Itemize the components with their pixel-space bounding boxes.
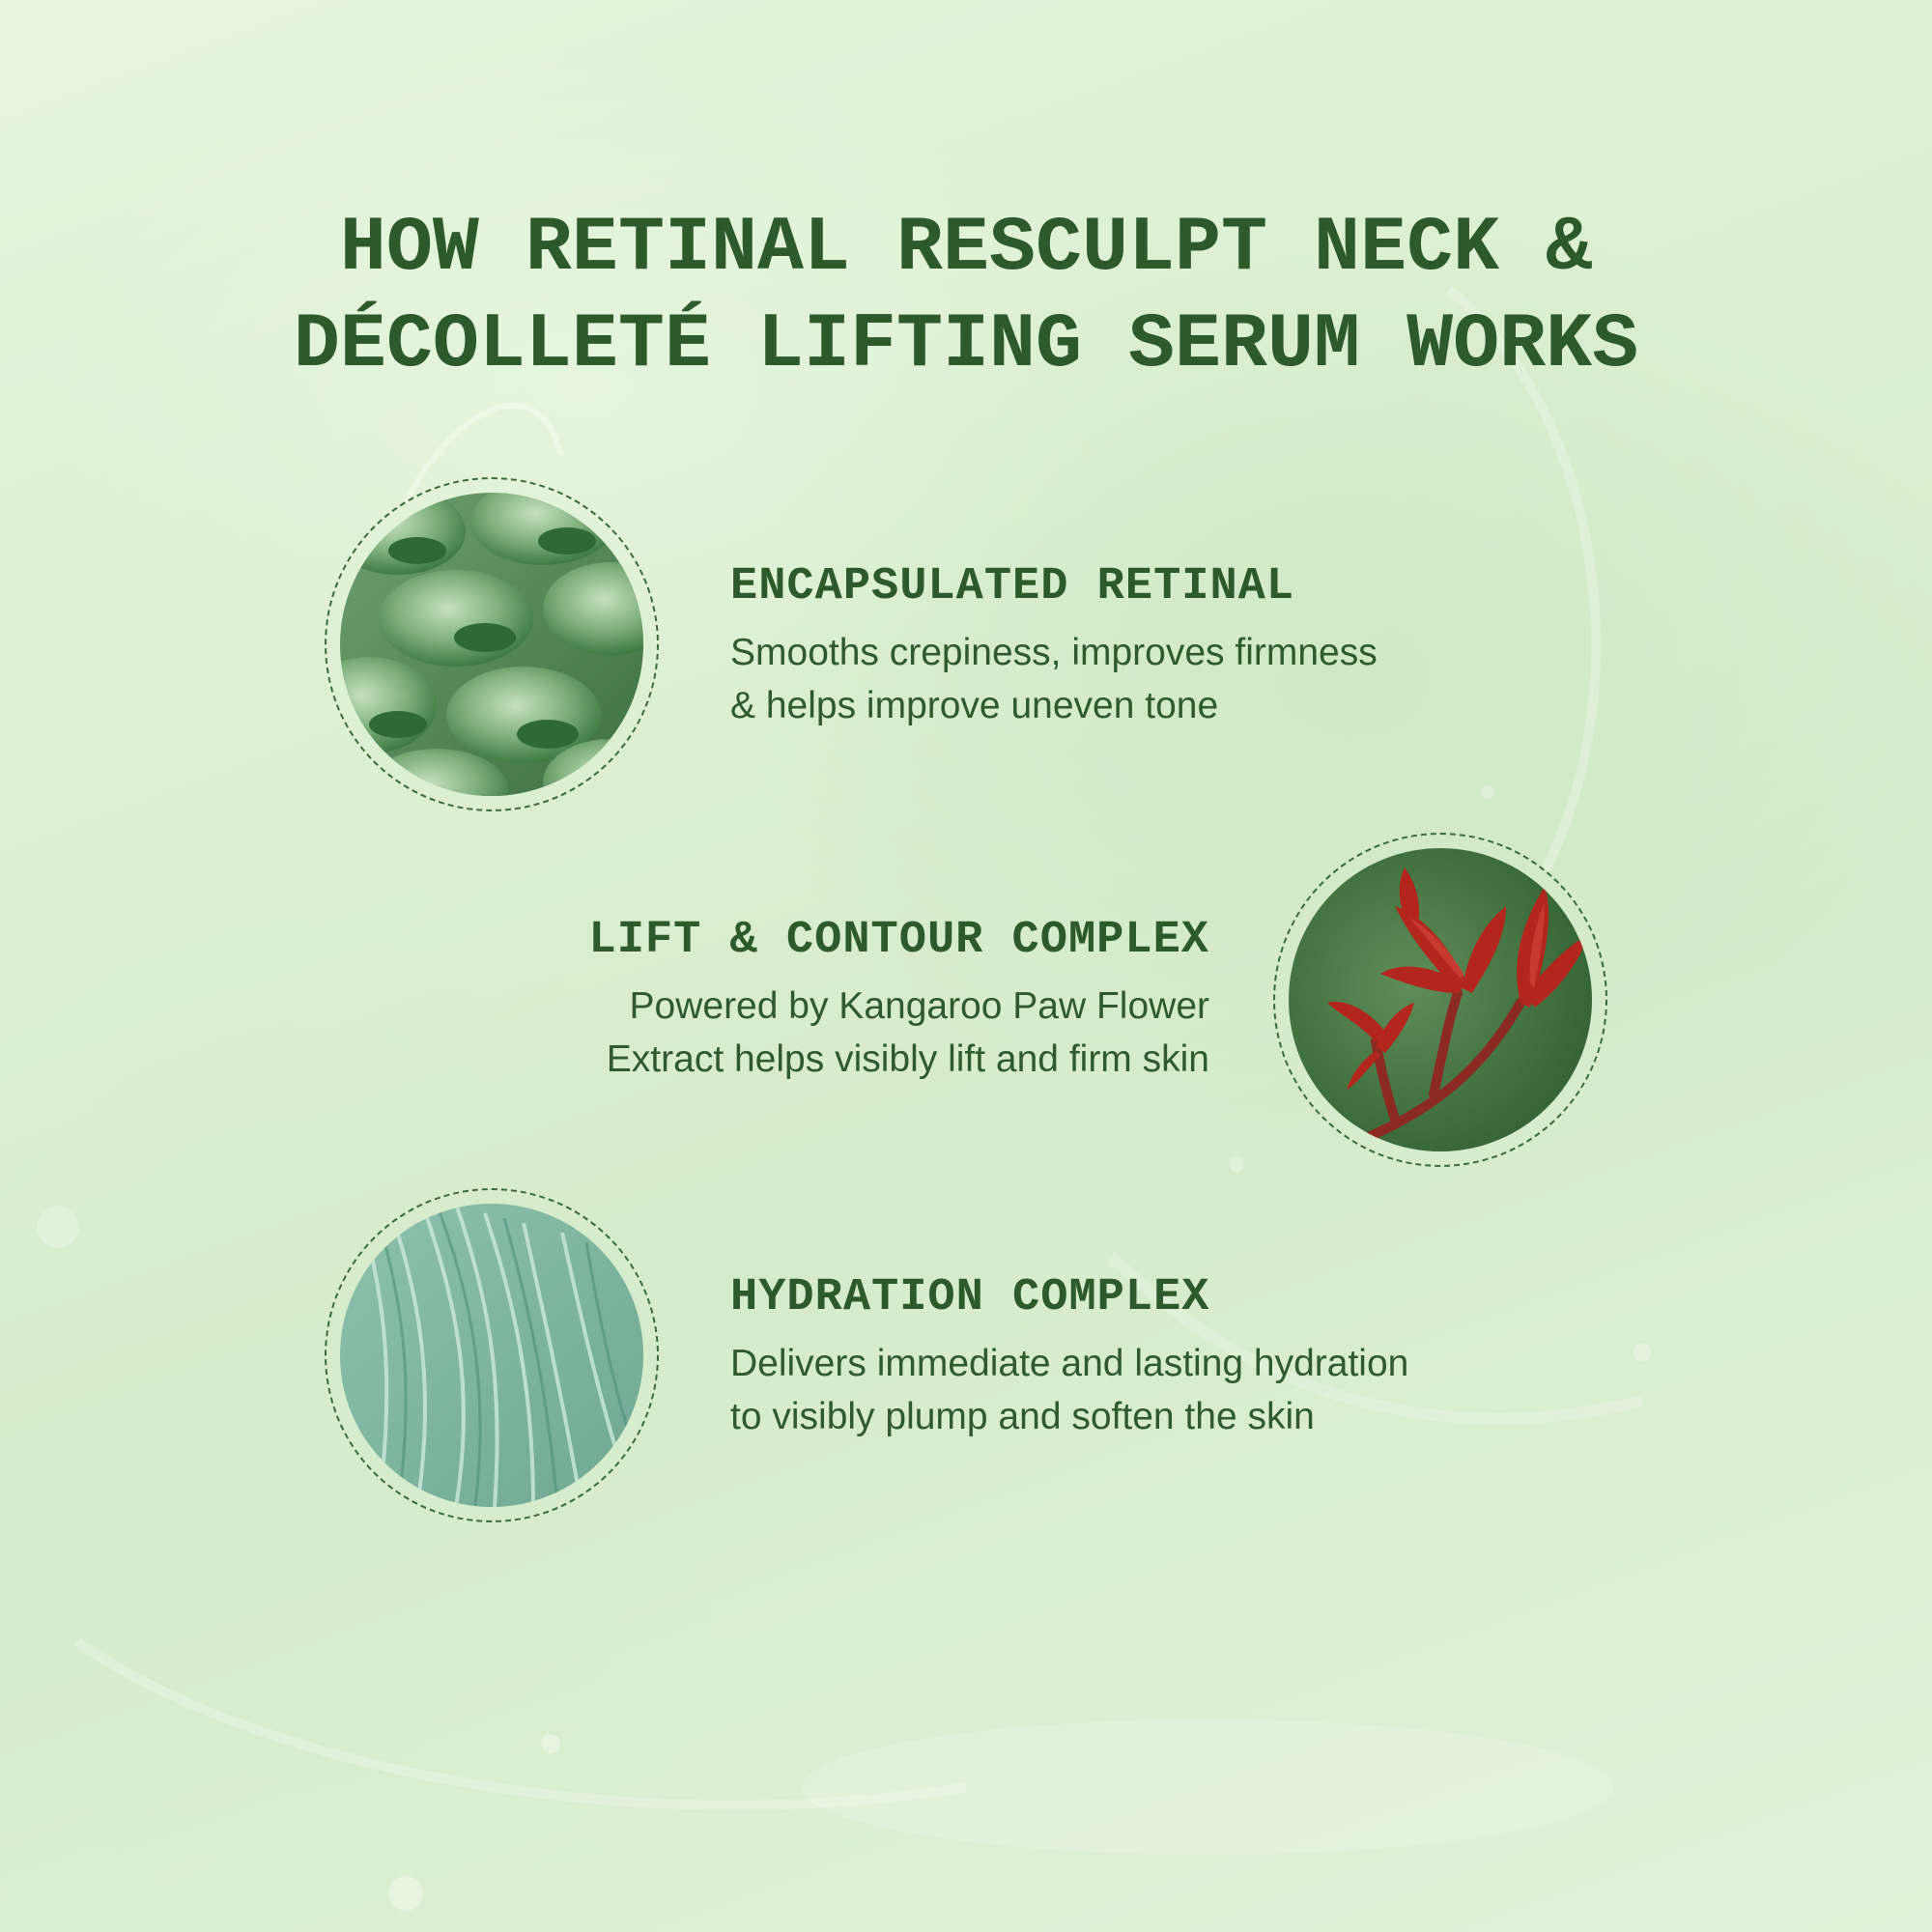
feature-title: LIFT & CONTOUR COMPLEX xyxy=(588,915,1209,966)
hydration-image-circle xyxy=(325,1188,659,1522)
feature-description: Powered by Kangaroo Paw Flower Extract h… xyxy=(588,980,1209,1086)
feature-description-line: Smooths crepiness, improves firmness xyxy=(730,632,1378,673)
feature-description-line: & helps improve uneven tone xyxy=(730,685,1219,726)
feature-title: HYDRATION COMPLEX xyxy=(730,1272,1210,1323)
feature-description-line: Extract helps visibly lift and firm skin xyxy=(606,1038,1209,1080)
feature-description-line: to visibly plump and soften the skin xyxy=(730,1396,1315,1437)
page-title-line-2: DÉCOLLETÉ LIFTING SERUM WORKS xyxy=(293,301,1639,389)
dashed-ring xyxy=(325,1188,659,1522)
page-title-line-1: HOW RETINAL RESCULPT NECK & xyxy=(339,205,1593,293)
feature-description: Smooths crepiness, improves firmness & h… xyxy=(730,626,1378,732)
feature-title: ENCAPSULATED RETINAL xyxy=(730,561,1295,612)
feature-lift-contour-complex: LIFT & CONTOUR COMPLEX Powered by Kangar… xyxy=(588,914,1209,1086)
feature-hydration-complex: HYDRATION COMPLEX Delivers immediate and… xyxy=(730,1271,1408,1443)
feature-description-line: Powered by Kangaroo Paw Flower xyxy=(629,985,1209,1027)
water-ripple-texture-image xyxy=(340,1204,643,1507)
kangaroo-paw-flower-image xyxy=(1289,848,1592,1151)
feature-description: Delivers immediate and lasting hydration… xyxy=(730,1337,1408,1443)
dashed-ring xyxy=(325,477,659,811)
retinal-image-circle xyxy=(325,477,659,811)
feature-encapsulated-retinal: ENCAPSULATED RETINAL Smooths crepiness, … xyxy=(730,560,1378,732)
feature-description-line: Delivers immediate and lasting hydration xyxy=(730,1343,1409,1384)
kangaroo-paw-image-circle xyxy=(1273,833,1607,1167)
page-title: HOW RETINAL RESCULPT NECK & DÉCOLLETÉ LI… xyxy=(0,201,1932,394)
dashed-ring xyxy=(1273,833,1607,1167)
capsule-texture-image xyxy=(340,493,643,796)
